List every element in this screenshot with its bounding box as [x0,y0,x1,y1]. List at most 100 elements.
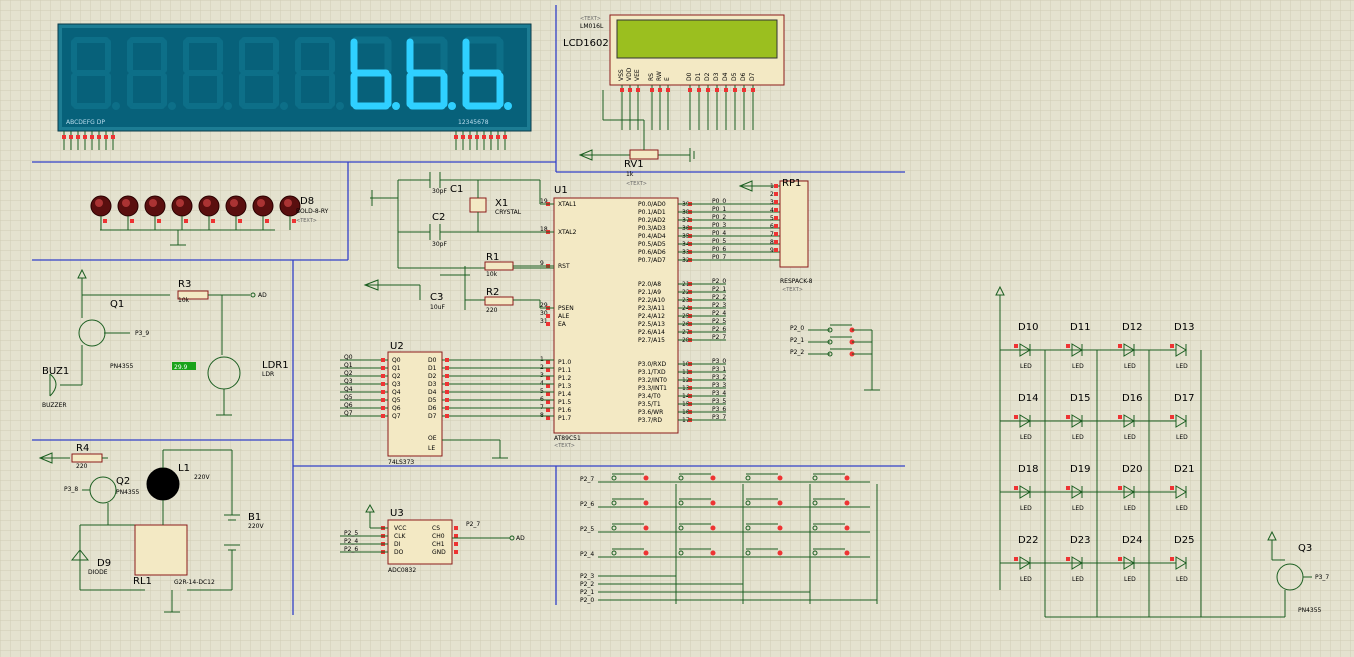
lcd-model: LM016L [580,23,604,30]
region-dividers [32,5,905,615]
pin-dot [1066,415,1070,419]
u2-pin-right: D6 [428,405,437,412]
u1-net-label: P0_0 [712,198,726,205]
pin-dot [381,414,385,418]
lcd-pin-label: RW [656,71,663,81]
led-symbol [1175,343,1187,357]
rp1-pin-num: 2 [770,191,774,198]
b1-ref: B1 [248,512,261,523]
rp1-text: <TEXT> [782,287,803,293]
led-bar-highlight [257,199,265,207]
buz1-value: BUZZER [42,402,67,409]
keypad-contact [678,550,684,556]
led-ref: D17 [1174,393,1194,404]
c1-ref: C1 [450,184,463,195]
ldr1-ref: LDR1 [262,360,289,371]
pin-dot [546,384,550,388]
keypad-contact [745,550,751,556]
r4-value: 220 [76,463,88,470]
decimal-point [448,102,456,110]
segment-digits [71,36,512,110]
u3-pin-left: CLK [394,533,407,540]
decimal-point [224,102,232,110]
led-value: LED [1124,505,1136,512]
u2-pin-left: Q2 [392,373,401,380]
keypad-4x4[interactable]: P2_7P2_6P2_5P2_4P2_3P2_2P2_1P2_0 [580,473,878,604]
rp1-pin-num: 1 [770,183,774,190]
keypad-row-net: P2_6 [580,501,594,508]
pin-dot [454,135,458,139]
keypad-row-net: P2_7 [580,476,594,483]
led-symbol [1175,414,1187,428]
pin-dot [292,219,296,223]
u3-pin-right: CH1 [432,541,445,548]
display-pins [62,131,507,150]
u2-net: Q3 [344,378,353,385]
u1-net-label: P2_0 [712,278,726,285]
keypad-contact [611,525,617,531]
pin-dot [445,374,449,378]
q2-net: P3_8 [64,486,78,493]
rp1-pin-num: 6 [770,223,774,230]
pin-dot [774,184,778,188]
u1-net-label: P2_7 [712,334,726,341]
pin-dot [1118,486,1122,490]
lcd-pin-label: E [664,77,671,81]
u3-net-out: P2_7 [466,521,480,528]
pin-dot [1066,486,1070,490]
rp1-value: RESPACK-8 [780,278,813,285]
led-value: LED [1176,434,1188,441]
c3-value: 10uF [430,304,445,311]
small-key-contact [827,327,833,333]
rv1-ref: RV1 [624,159,644,170]
pin-dot [774,192,778,196]
u1-pin-num: 29 [540,302,548,309]
u1-pin-num: 30 [540,310,548,317]
keypad-contact [643,475,649,481]
u1-pin-name: P1.6 [558,407,571,414]
pin-dot [104,135,108,139]
u1-pin-name: P2.3/A11 [638,305,665,312]
u2-pin-right: D0 [428,357,437,364]
pin-dot [97,135,101,139]
keypad-contact [745,475,751,481]
u1-net-label: P0_1 [712,206,726,213]
small-key-contact [827,351,833,357]
led-value: LED [1176,576,1188,583]
c1-value: 30pF [432,188,447,195]
pin-dot [650,88,654,92]
led-bar-d8: D8 BOLD-8-RY <TEXT> [90,195,329,246]
u2-pin-left: Q3 [392,381,401,388]
small-key-switches[interactable]: P2_0P2_1P2_2 [790,324,880,391]
decimal-point [392,102,400,110]
decimal-point [336,102,344,110]
u3-net: P2_4 [344,538,358,545]
pin-dot [1170,415,1174,419]
pin-dot [620,88,624,92]
led-bar-highlight [122,199,130,207]
r3-ad-label: AD [258,292,267,299]
pin-dot [733,88,737,92]
ldr1-value: LDR [262,371,274,378]
pin-dot [62,135,66,139]
keypad-contact [777,475,783,481]
pin-dot [468,135,472,139]
led-ref: D13 [1174,322,1194,333]
u1-microcontroller[interactable]: U1 AT89C51 <TEXT> XTAL119XTAL218RST9PSEN… [540,185,780,449]
u1-net-label: P2_4 [712,310,726,317]
u1-pin-name: P1.5 [558,399,571,406]
keypad-contact [745,500,751,506]
u1-pin-name: P2.2/A10 [638,297,665,304]
u1-pin-name: P1.4 [558,391,571,398]
u3-pin-right: CS [432,525,440,532]
keypad-contact [812,525,818,531]
l1-ref: L1 [178,463,190,474]
led-ref: D14 [1018,393,1038,404]
pin-dot [546,314,550,318]
u2-oe: OE [428,435,437,442]
u2-net: Q0 [344,354,353,361]
r3-ref: R3 [178,279,191,290]
